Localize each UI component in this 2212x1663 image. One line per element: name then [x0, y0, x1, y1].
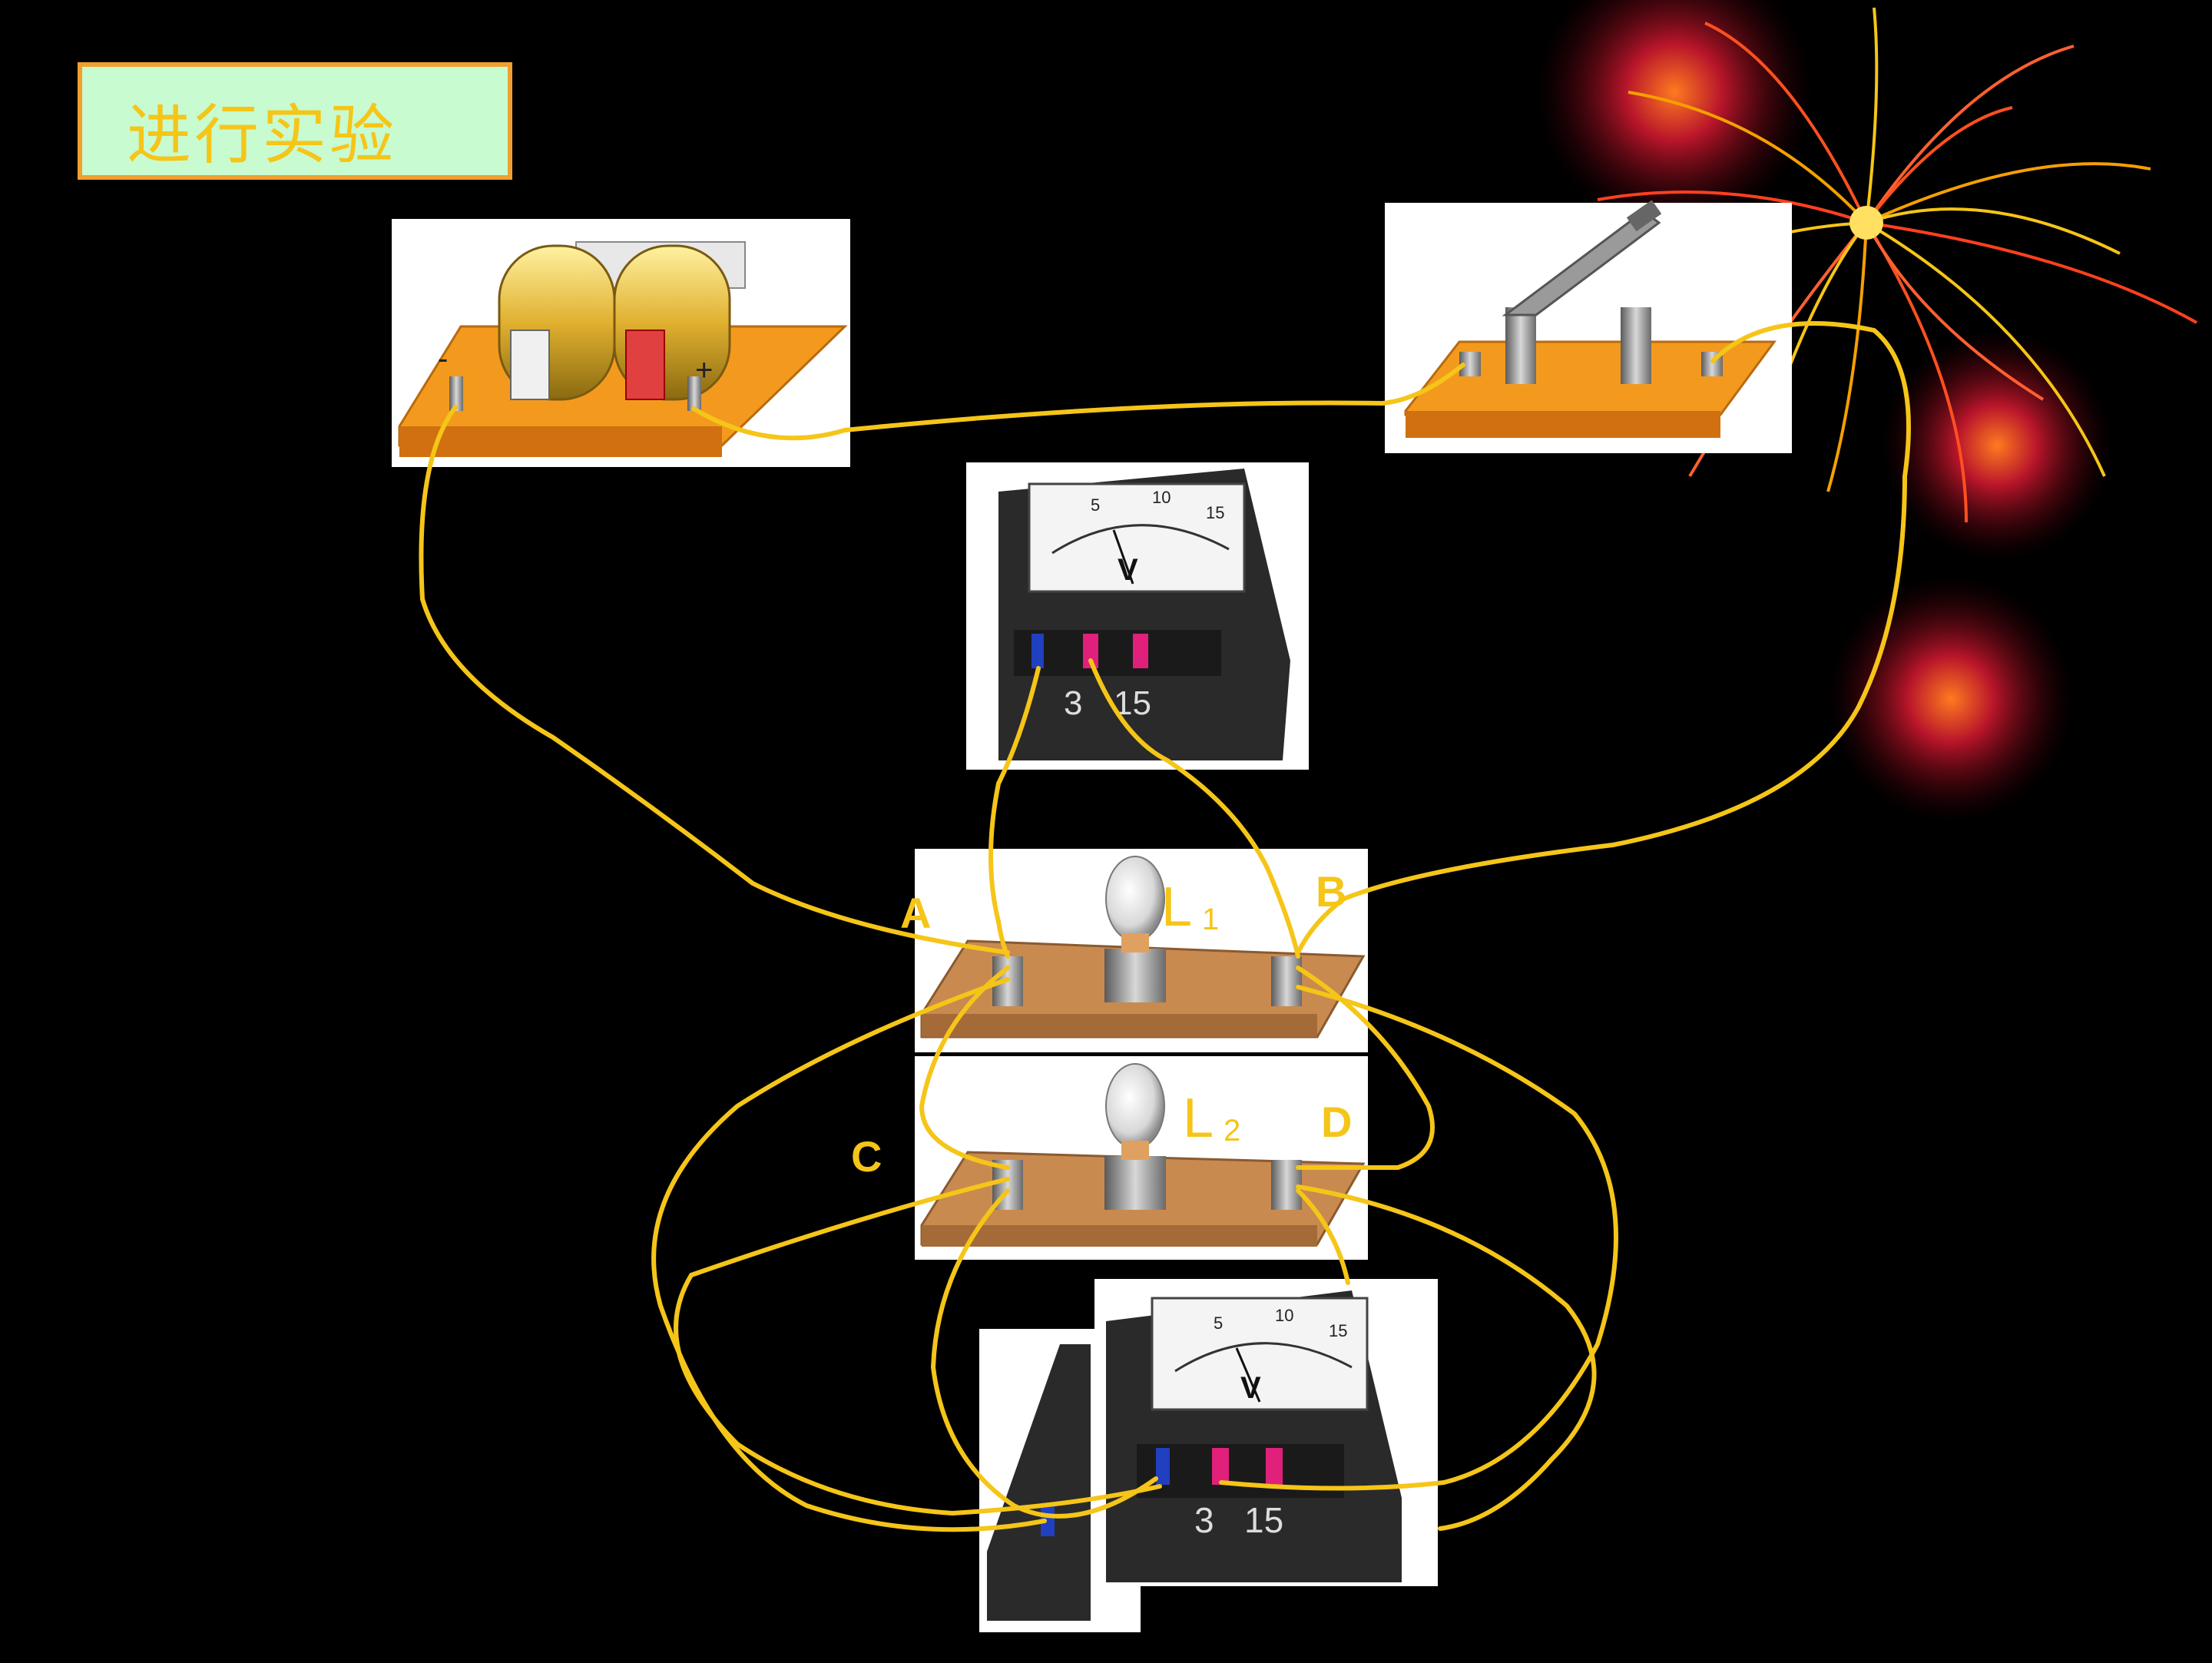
decor-orb [1536, 0, 1813, 230]
scale-label: 15 [1206, 503, 1224, 522]
terminal-b-post[interactable] [1271, 956, 1302, 1006]
lamp-l2[interactable]: L 2 [915, 1056, 1368, 1260]
terminal-label: 3 [1064, 684, 1082, 722]
voltmeter-bottom[interactable]: 5 10 15 V 3 15 [1094, 1279, 1438, 1586]
switch-hinge-post [1505, 307, 1536, 384]
voltmeter-top-terminal-3[interactable] [1083, 634, 1098, 668]
knife-switch[interactable] [1385, 200, 1792, 453]
scale-label: 10 [1152, 488, 1171, 507]
battery-neg-label: - [438, 342, 448, 376]
wire-vtop-3-to-b[interactable] [1088, 658, 1300, 959]
lamp-l2-bulb [1105, 1063, 1165, 1149]
decorative-fireworks [1536, 0, 2197, 822]
voltmeter-top[interactable]: 5 10 15 V 3 15 [966, 462, 1309, 770]
scale-label: 10 [1275, 1306, 1293, 1325]
wire-b-to-vbottom-3[interactable] [1219, 985, 1618, 1491]
wire-c-loop-to-vbottom[interactable] [930, 1188, 1158, 1519]
terminal-a-label: A [900, 889, 931, 937]
voltmeter-symbol: V [1118, 553, 1138, 587]
terminal-d-label: D [1321, 1098, 1352, 1146]
switch-base-edge [1406, 411, 1720, 438]
lamp-l2-socket [1104, 1156, 1166, 1210]
wire-d-to-vbottom[interactable] [1296, 1184, 1597, 1531]
battery-clip [510, 330, 550, 400]
voltmeter-bottom-terminal-3[interactable] [1212, 1448, 1229, 1485]
wire-battery-to-switch[interactable] [691, 363, 1465, 441]
voltmeter-bottom-needle [1235, 1347, 1261, 1403]
voltmeter-bottom-scale [1174, 1342, 1353, 1373]
voltmeter-symbol: V [1240, 1371, 1261, 1405]
battery-neg-terminal[interactable] [449, 376, 463, 411]
lamp-l2-label: L [1183, 1088, 1214, 1149]
wire-switch-to-b[interactable] [1296, 321, 1911, 955]
battery-clip [625, 330, 665, 400]
scale-label: 5 [1091, 495, 1100, 515]
wire-d-short[interactable] [1296, 1188, 1350, 1285]
voltmeter-bottom-terminal-neg[interactable] [1156, 1448, 1170, 1485]
wire-vtop-neg-to-a[interactable] [988, 666, 1041, 959]
wire-b-to-d[interactable] [1296, 966, 1435, 1171]
battery[interactable]: - + [392, 219, 850, 467]
battery-base-edge [399, 426, 722, 457]
decor-sparks [1581, 7, 2197, 523]
switch-contact-post [1621, 307, 1651, 384]
lamp-l1-bulb-neck [1121, 933, 1149, 952]
battery-pos-label: + [695, 353, 713, 387]
lamp-l2-bulb-neck [1121, 1141, 1149, 1160]
terminal-label: 3 [1194, 1500, 1214, 1540]
voltmeter-back-body [987, 1344, 1091, 1621]
switch-blade[interactable] [1502, 210, 1661, 316]
voltmeter-top-panel [1014, 630, 1221, 676]
voltmeter-top-scale [1051, 524, 1230, 555]
decor-orb [1828, 576, 2074, 822]
lamp-l1-socket [1104, 949, 1166, 1002]
switch-handle[interactable] [1626, 200, 1662, 232]
wires [419, 321, 1911, 1532]
voltmeter-top-dial [1028, 482, 1246, 593]
voltmeter-bottom-terminal-15[interactable] [1266, 1448, 1283, 1485]
slide-title: 进行实验 [127, 98, 398, 173]
lamp-l1-label: L [1161, 876, 1192, 938]
voltmeter-top-needle [1112, 529, 1134, 585]
decor-burst-center [1849, 206, 1883, 240]
lamp-l2-subscript: 2 [1224, 1114, 1240, 1148]
lamp-l1-subscript: 1 [1202, 903, 1219, 936]
wire-a-loop-to-vback[interactable] [651, 977, 1047, 1532]
lamp-l1-bulb [1105, 856, 1165, 942]
terminal-c-label: C [851, 1132, 882, 1181]
scale-label: 5 [1214, 1314, 1223, 1333]
wire-a-to-c[interactable] [919, 966, 1010, 1170]
terminal-label: 15 [1244, 1500, 1283, 1540]
lamp-l1-board-edge [922, 1014, 1317, 1037]
slide-title-box: 进行实验 [78, 62, 512, 180]
voltmeter-top-terminal-15[interactable] [1133, 634, 1148, 668]
decor-orb [1882, 330, 2112, 561]
voltmeter-bottom-dial [1151, 1297, 1369, 1411]
voltmeter-top-terminal-neg[interactable] [1031, 634, 1044, 668]
scale-label: 15 [1329, 1321, 1347, 1340]
lamp-l2-board-edge [922, 1225, 1317, 1247]
wire-battery-to-a[interactable] [419, 405, 1010, 955]
battery-pos-terminal[interactable] [687, 376, 701, 411]
terminal-b-label: B [1316, 867, 1346, 916]
